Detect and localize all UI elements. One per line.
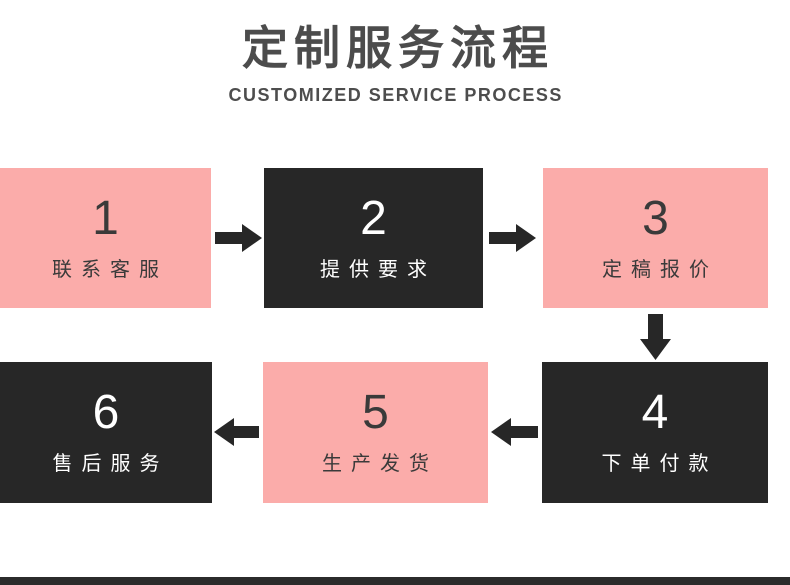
arrow-left-step4-to-step5 [491, 417, 538, 447]
header: 定制服务流程 CUSTOMIZED SERVICE PROCESS [0, 24, 790, 106]
arrow-right-step2-to-step3 [489, 223, 536, 253]
right-arrow-icon [215, 224, 262, 252]
step-box-3-finalize-quote: 3 定稿报价 [543, 168, 768, 308]
down-arrow-icon [640, 314, 671, 360]
step-label: 提供要求 [320, 258, 436, 281]
step-number: 2 [360, 191, 387, 245]
step-label: 售后服务 [52, 453, 169, 475]
step-box-6-after-sales-service: 6 售后服务 [0, 362, 212, 503]
arrow-left-step5-to-step6 [214, 417, 259, 447]
step-box-4-order-payment: 4 下单付款 [542, 362, 768, 503]
arrow-down-step3-to-step4 [640, 314, 671, 360]
step-box-1-contact-service: 1 联系客服 [0, 168, 211, 308]
step-number: 6 [92, 386, 120, 439]
step-label: 下单付款 [601, 453, 718, 475]
step-number: 5 [362, 386, 389, 439]
step-label: 生产发货 [322, 453, 438, 475]
left-arrow-icon [491, 418, 538, 446]
left-arrow-icon [214, 418, 259, 446]
right-arrow-icon [489, 224, 536, 252]
step-number: 3 [642, 191, 669, 245]
page-title: 定制服务流程 [242, 22, 554, 74]
page-subtitle: CUSTOMIZED SERVICE PROCESS [228, 85, 563, 106]
arrow-right-step1-to-step2 [215, 223, 262, 253]
step-number: 1 [92, 191, 119, 245]
step-label: 联系客服 [52, 258, 168, 281]
step-label: 定稿报价 [602, 258, 718, 281]
step-box-2-provide-requirements: 2 提供要求 [264, 168, 483, 308]
step-number: 4 [641, 386, 669, 439]
step-box-5-production-shipping: 5 生产发货 [263, 362, 488, 503]
bottom-bar [0, 577, 790, 585]
